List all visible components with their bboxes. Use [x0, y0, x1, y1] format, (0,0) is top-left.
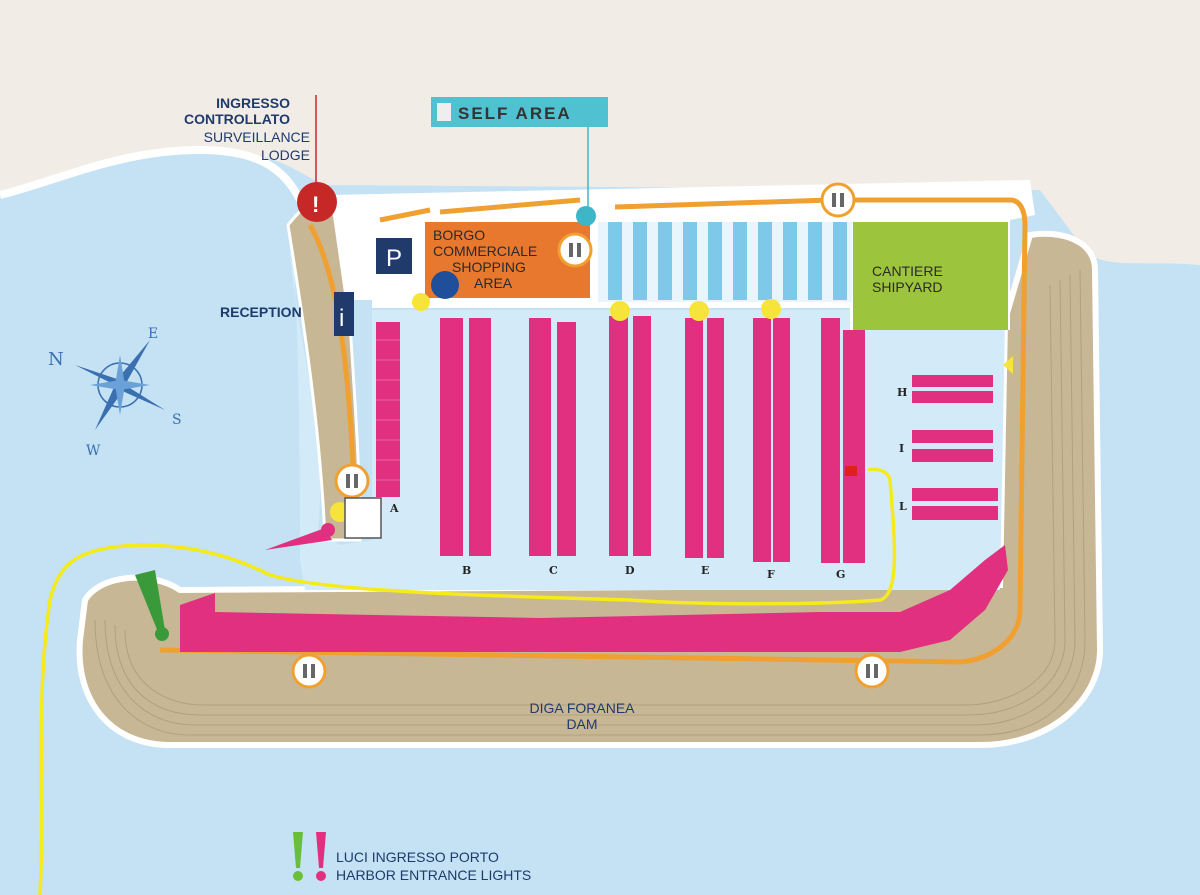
legend-label-en: HARBOR ENTRANCE LIGHTS — [336, 867, 531, 883]
shipyard[interactable] — [853, 222, 1008, 330]
entrance-label-it-2: CONTROLLATO — [184, 111, 290, 127]
land — [0, 0, 1200, 265]
legend: LUCI INGRESSO PORTO HARBOR ENTRANCE LIGH… — [293, 832, 531, 883]
pier-c — [529, 318, 551, 556]
legend-label-it: LUCI INGRESSO PORTO — [336, 849, 499, 865]
pier-g — [821, 318, 840, 563]
laundry-icon — [431, 271, 459, 299]
service-points — [330, 293, 781, 522]
pier-b — [440, 318, 463, 556]
pier-label-a: A — [389, 502, 399, 515]
shopping-label-it-1: BORGO — [433, 227, 485, 243]
shopping-label-it-2: COMMERCIALE — [433, 243, 537, 259]
red-light-icon — [316, 832, 326, 868]
compass-w: W — [86, 443, 101, 459]
compass-e: E — [148, 326, 158, 342]
pier-label-l: L — [899, 500, 907, 513]
info-icon[interactable] — [334, 292, 354, 336]
restroom-icons[interactable] — [291, 182, 890, 689]
berths — [180, 316, 1008, 652]
dam-label-it: DIGA FORANEA — [529, 700, 635, 716]
compass-n: N — [48, 349, 64, 370]
parking-label: P — [386, 245, 402, 272]
shipyard-label-it: CANTIERE — [872, 263, 943, 279]
pier-l — [912, 488, 998, 501]
pier-label-f: F — [767, 568, 775, 581]
pier-i — [912, 430, 993, 443]
shipyard-label-en: SHIPYARD — [872, 279, 943, 295]
red-light-marker — [265, 528, 332, 550]
info-label: i — [339, 305, 344, 332]
dam-label-en: DAM — [566, 716, 597, 732]
pier-h — [912, 375, 993, 387]
entrance-label-it-1: INGRESSO — [216, 95, 290, 111]
pier-label-h: H — [897, 386, 907, 399]
compass-rose — [75, 340, 165, 430]
pier-d — [609, 316, 628, 556]
self-area-sign[interactable] — [431, 97, 608, 127]
pier-label-c: C — [549, 564, 558, 577]
entrance-label-en-1: SURVEILLANCE — [204, 129, 310, 145]
pier-label-b: B — [462, 564, 471, 577]
pier-label-d: D — [625, 564, 635, 577]
entrance-label-en-2: LODGE — [261, 147, 310, 163]
entrance-route — [38, 467, 897, 895]
fuel-station-icon[interactable] — [344, 497, 382, 539]
surveillance-lodge-icon[interactable] — [297, 182, 337, 222]
pier-label-e: E — [701, 564, 709, 577]
dam-berths — [180, 545, 1008, 652]
parking-icon[interactable] — [376, 238, 412, 274]
green-light-marker — [135, 570, 165, 632]
blue-berths — [598, 222, 852, 302]
pier-f — [753, 318, 771, 562]
self-area-marker[interactable] — [576, 206, 596, 226]
reception-label: RECEPTION — [220, 304, 302, 320]
shopping-label-en-2: AREA — [474, 275, 513, 291]
compass-s: S — [172, 412, 182, 428]
shopping-label-en-1: SHOPPING — [452, 259, 526, 275]
pier-a — [376, 322, 400, 497]
pier-label-i: I — [899, 442, 904, 455]
pier-label-g: G — [836, 568, 845, 581]
svg-text:!: ! — [312, 192, 319, 217]
self-area-label: SELF AREA — [458, 104, 572, 123]
pier-e — [685, 318, 703, 558]
green-light-icon — [293, 832, 303, 868]
